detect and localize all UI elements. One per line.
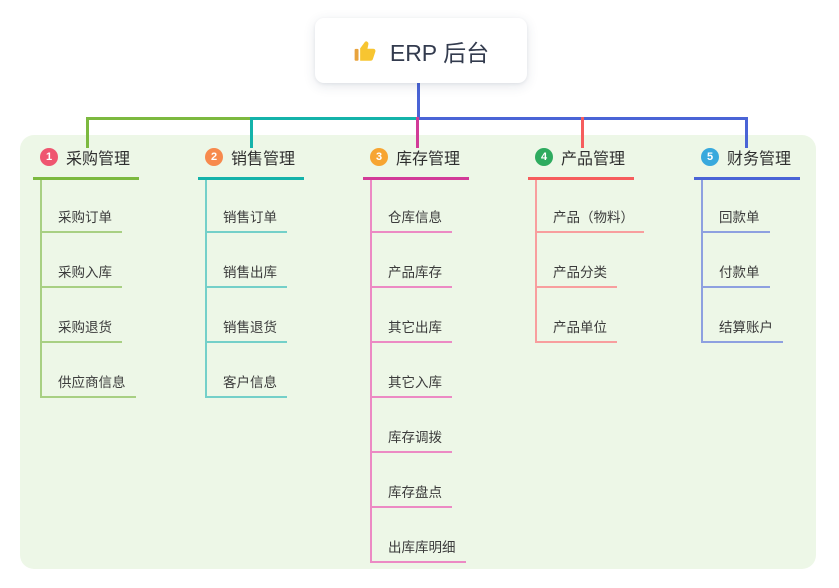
node-purchase-return[interactable]: 采购退货 bbox=[42, 316, 122, 343]
branch-children-inventory: 仓库信息 产品库存 其它出库 其它入库 库存调拨 库存盘点 出库库明细 bbox=[370, 180, 469, 563]
branch-title-finance[interactable]: 5 财务管理 bbox=[694, 145, 801, 180]
branch-label: 财务管理 bbox=[727, 151, 792, 168]
node-stock-count[interactable]: 库存盘点 bbox=[372, 481, 452, 508]
node-sales-outbound[interactable]: 销售出库 bbox=[207, 261, 287, 288]
node-sales-order[interactable]: 销售订单 bbox=[207, 206, 287, 233]
branch-label: 销售管理 bbox=[231, 151, 296, 168]
branches-panel bbox=[20, 135, 816, 569]
branch-children-product: 产品（物料） 产品分类 产品单位 bbox=[535, 180, 644, 343]
connector-elbow-purchase bbox=[86, 117, 89, 148]
branch-title-sales[interactable]: 2 销售管理 bbox=[198, 145, 305, 180]
badge-3: 3 bbox=[370, 148, 388, 166]
node-product-unit[interactable]: 产品单位 bbox=[537, 316, 617, 343]
badge-1: 1 bbox=[40, 148, 58, 166]
branch-label: 产品管理 bbox=[561, 151, 626, 168]
node-product-category[interactable]: 产品分类 bbox=[537, 261, 617, 288]
connector-elbow-finance bbox=[745, 117, 748, 148]
node-purchase-order[interactable]: 采购订单 bbox=[42, 206, 122, 233]
badge-2: 2 bbox=[205, 148, 223, 166]
node-supplier-info[interactable]: 供应商信息 bbox=[42, 371, 136, 398]
branch-purchase: 1 采购管理 采购订单 采购入库 采购退货 供应商信息 bbox=[33, 145, 140, 398]
branch-product: 4 产品管理 产品（物料） 产品分类 产品单位 bbox=[528, 145, 644, 343]
node-settlement-account[interactable]: 结算账户 bbox=[703, 316, 783, 343]
root-node-erp[interactable]: ERP 后台 bbox=[315, 18, 527, 83]
badge-4: 4 bbox=[535, 148, 553, 166]
branch-title-inventory[interactable]: 3 库存管理 bbox=[363, 145, 470, 180]
node-sales-return[interactable]: 销售退货 bbox=[207, 316, 287, 343]
branch-label: 库存管理 bbox=[396, 151, 461, 168]
branch-finance: 5 财务管理 回款单 付款单 结算账户 bbox=[694, 145, 801, 343]
connector-bus-sales bbox=[251, 117, 418, 120]
node-stock-transfer[interactable]: 库存调拨 bbox=[372, 426, 452, 453]
branch-inventory: 3 库存管理 仓库信息 产品库存 其它出库 其它入库 库存调拨 库存盘点 出库库… bbox=[363, 145, 470, 563]
node-outbound-detail[interactable]: 出库库明细 bbox=[372, 536, 466, 563]
node-product-stock[interactable]: 产品库存 bbox=[372, 261, 452, 288]
branch-label: 采购管理 bbox=[66, 151, 131, 168]
root-title: ERP 后台 bbox=[389, 39, 490, 66]
connector-elbow-product bbox=[581, 117, 584, 148]
branch-children-finance: 回款单 付款单 结算账户 bbox=[701, 180, 800, 343]
connector-root-vertical bbox=[417, 82, 420, 118]
node-warehouse-info[interactable]: 仓库信息 bbox=[372, 206, 452, 233]
branch-title-product[interactable]: 4 产品管理 bbox=[528, 145, 635, 180]
branch-children-sales: 销售订单 销售出库 销售退货 客户信息 bbox=[205, 180, 304, 398]
branch-title-purchase[interactable]: 1 采购管理 bbox=[33, 145, 140, 180]
connector-bus-purchase bbox=[87, 117, 252, 120]
node-receipt-order[interactable]: 回款单 bbox=[703, 206, 770, 233]
connector-elbow-inventory bbox=[416, 117, 419, 148]
branch-sales: 2 销售管理 销售订单 销售出库 销售退货 客户信息 bbox=[198, 145, 305, 398]
node-customer-info[interactable]: 客户信息 bbox=[207, 371, 287, 398]
node-other-outbound[interactable]: 其它出库 bbox=[372, 316, 452, 343]
node-other-inbound[interactable]: 其它入库 bbox=[372, 371, 452, 398]
node-purchase-inbound[interactable]: 采购入库 bbox=[42, 261, 122, 288]
node-product-material[interactable]: 产品（物料） bbox=[537, 206, 644, 233]
connector-elbow-sales bbox=[250, 117, 253, 148]
node-payment-order[interactable]: 付款单 bbox=[703, 261, 770, 288]
thumbs-up-icon bbox=[353, 38, 379, 64]
branch-children-purchase: 采购订单 采购入库 采购退货 供应商信息 bbox=[40, 180, 139, 398]
badge-5: 5 bbox=[701, 148, 719, 166]
